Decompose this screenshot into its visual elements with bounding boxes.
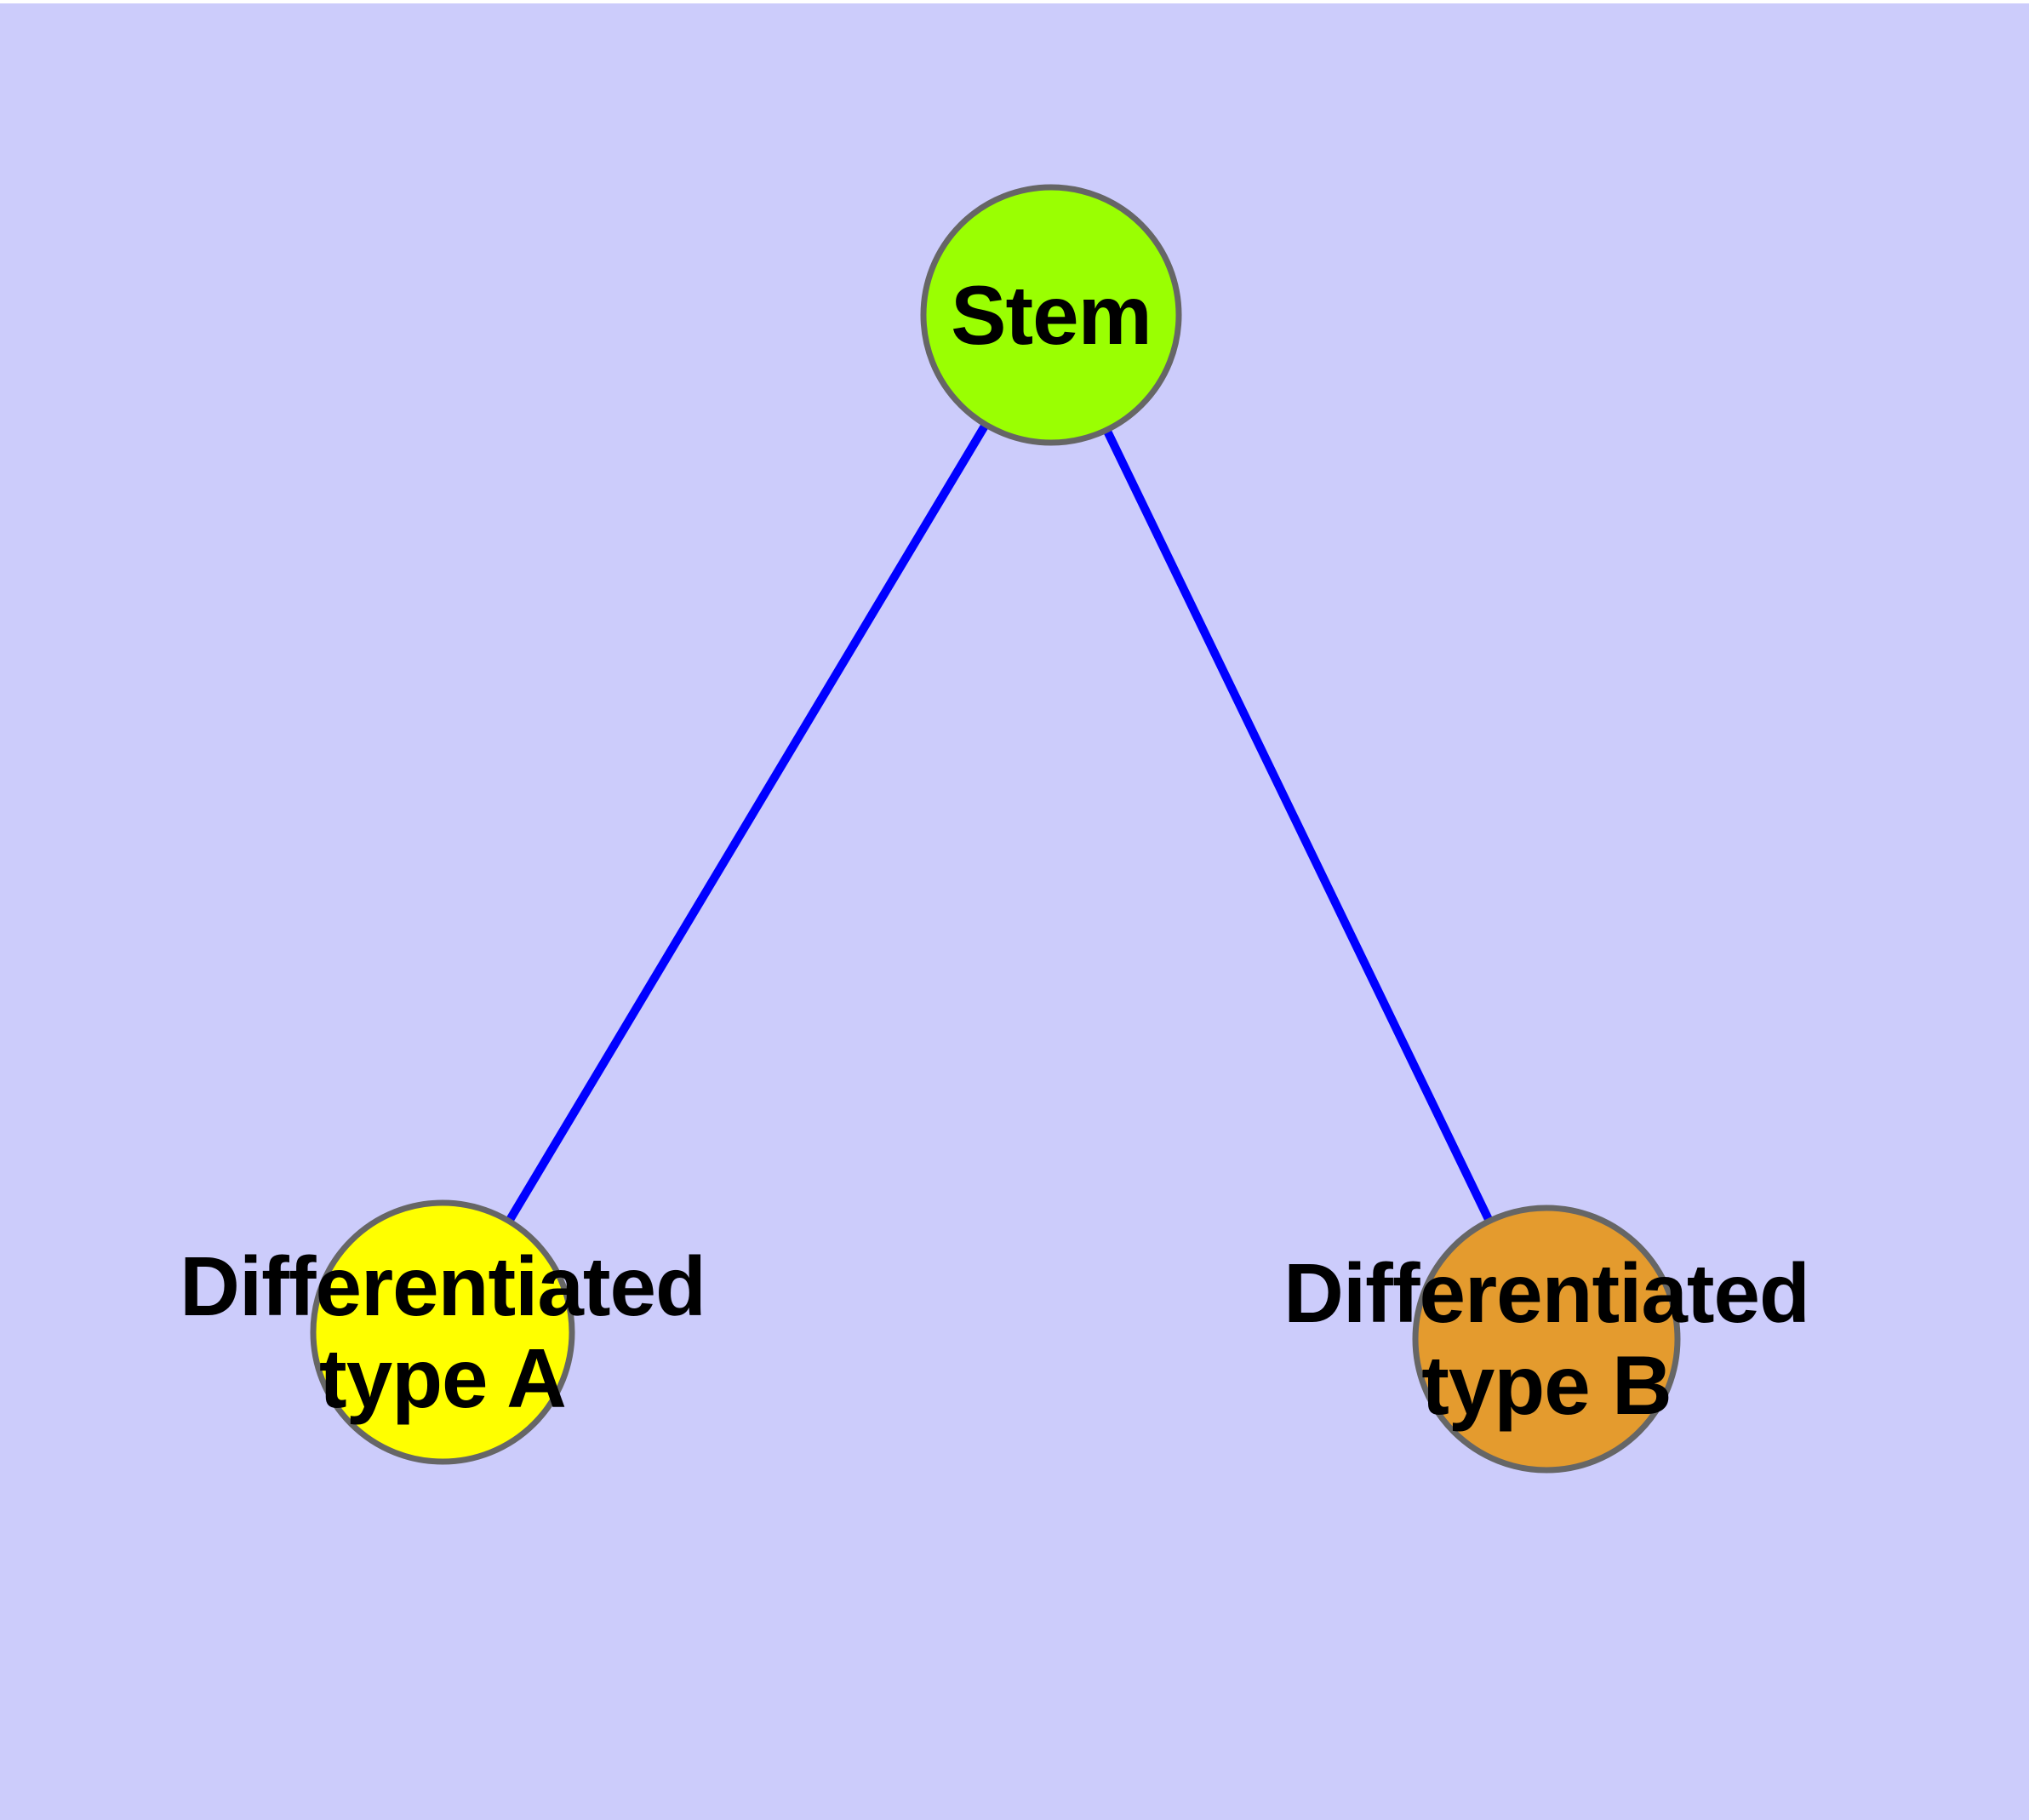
graph-edge-stem-to-a[interactable] (438, 312, 1055, 1335)
graph-svg (310, 184, 1681, 1474)
graph-edge-stem-to-b[interactable] (1047, 312, 1551, 1342)
edges-layer (438, 312, 1551, 1342)
nodes-layer (310, 184, 1681, 1474)
graph-node-diff-b[interactable] (1412, 1205, 1681, 1474)
graph-node-diff-a[interactable] (310, 1199, 575, 1465)
graph-node-stem[interactable] (920, 184, 1182, 446)
